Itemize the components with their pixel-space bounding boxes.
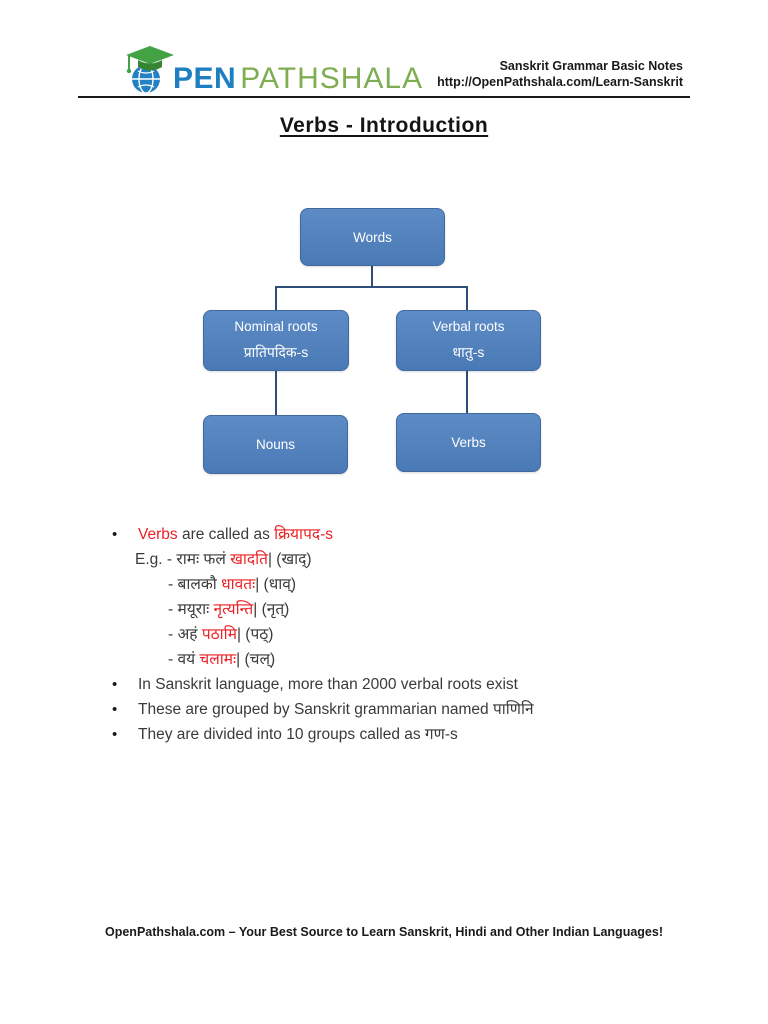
notes-content: • Verbs are called as क्रियापद-s E.g. - …	[110, 522, 680, 747]
bullet-text: Verbs are called as क्रियापद-s	[138, 522, 333, 547]
example-text: - वयं चलामः| (चल्)	[168, 647, 275, 672]
highlight-verbs: Verbs	[138, 526, 178, 543]
bullet-verbal-roots-count: • In Sanskrit language, more than 2000 v…	[110, 672, 680, 697]
highlight-verb: धावतः	[221, 576, 256, 593]
example-sentence: मयूराः	[177, 601, 214, 618]
connector-words-down	[371, 266, 373, 288]
example-lead: -	[168, 601, 178, 618]
word-types-diagram: Words Nominal roots प्रातिपदिक-s Verbal …	[0, 0, 768, 500]
example-sentence: रामः फलं	[176, 551, 231, 568]
node-label: Words	[353, 229, 392, 245]
header-notes-title: Sanskrit Grammar Basic Notes	[499, 59, 683, 73]
example-line: E.g. - रामः फलं खादति| (खाद्)	[110, 547, 680, 572]
bullet-text: They are divided into 10 groups called a…	[138, 726, 458, 743]
bullet-icon: •	[112, 676, 118, 693]
diagram-node-verbal-roots: Verbal roots धातु-s	[396, 310, 541, 371]
diagram-node-words: Words	[300, 208, 445, 266]
bullet-icon: •	[112, 701, 118, 718]
connector-verbal-verbs	[466, 371, 468, 413]
example-line: - वयं चलामः| (चल्)	[110, 647, 680, 672]
header-meta: Sanskrit Grammar Basic Notes http://Open…	[437, 58, 683, 90]
bullet-text: These are grouped by Sanskrit grammarian…	[138, 701, 534, 718]
example-root: | (चल्)	[236, 651, 276, 668]
connector-horizontal	[275, 286, 468, 288]
example-text: - मयूराः नृत्यन्ति| (नृत्)	[168, 597, 289, 622]
example-root: | (धाव्)	[255, 576, 297, 593]
node-label-sanskrit: धातु-s	[452, 344, 485, 360]
bullet-grammarian-panini: • These are grouped by Sanskrit grammari…	[110, 697, 680, 722]
bullet-verbs-called-as: • Verbs are called as क्रियापद-s	[110, 522, 680, 547]
node-label: Nominal roots	[234, 319, 318, 334]
example-root: | (पठ्)	[236, 626, 274, 643]
example-root: | (खाद्)	[267, 551, 312, 568]
footer-tagline: OpenPathshala.com – Your Best Source to …	[105, 925, 663, 939]
node-label: Verbal roots	[432, 319, 505, 334]
example-line: - अहं पठामि| (पठ्)	[110, 622, 680, 647]
header-divider	[78, 96, 690, 98]
example-text: E.g. - रामः फलं खादति| (खाद्)	[135, 547, 312, 572]
header-url: http://OpenPathshala.com/Learn-Sanskrit	[437, 75, 683, 89]
highlight-verb: चलामः	[199, 651, 237, 668]
example-lead: -	[168, 651, 178, 668]
node-label: Verbs	[451, 435, 486, 450]
example-lead: -	[168, 576, 178, 593]
example-text: - अहं पठामि| (पठ्)	[168, 622, 273, 647]
node-label-sanskrit: प्रातिपदिक-s	[243, 344, 309, 360]
connector-to-verbal	[466, 286, 468, 310]
openpathshala-logo: PEN PATHSHALA	[124, 40, 423, 96]
bullet-ten-groups: • They are divided into 10 groups called…	[110, 722, 680, 747]
example-line: - मयूराः नृत्यन्ति| (नृत्)	[110, 597, 680, 622]
example-sentence: अहं	[177, 626, 202, 643]
example-line: - बालकौ धावतः| (धाव्)	[110, 572, 680, 597]
logo-word-open: PEN	[173, 62, 237, 95]
bullet-icon: •	[112, 726, 118, 743]
bullet-icon: •	[112, 526, 118, 543]
highlight-verb: खादति	[230, 551, 268, 568]
connector-to-nominal	[275, 286, 277, 310]
highlight-verb: पठामि	[201, 626, 237, 643]
highlight-verb: नृत्यन्ति	[213, 601, 254, 618]
highlight-kriyapada: क्रियापद-s	[274, 526, 334, 543]
diagram-node-nominal-roots: Nominal roots प्रातिपदिक-s	[203, 310, 349, 371]
logo-word-pathshala: PATHSHALA	[240, 62, 424, 95]
graduation-cap-globe-icon	[126, 46, 174, 94]
node-label: Nouns	[255, 437, 296, 452]
example-lead: E.g. -	[135, 551, 177, 568]
page-title: Verbs - Introduction	[279, 114, 489, 137]
bullet-text: In Sanskrit language, more than 2000 ver…	[138, 676, 518, 693]
example-sentence: बालकौ	[177, 576, 222, 593]
example-root: | (नृत्)	[253, 601, 290, 618]
diagram-node-nouns: Nouns	[203, 415, 348, 474]
example-sentence: वयं	[177, 651, 200, 668]
connector-nominal-nouns	[275, 371, 277, 415]
example-lead: -	[168, 626, 178, 643]
diagram-node-verbs: Verbs	[396, 413, 541, 472]
bullet-text-mid: are called as	[177, 526, 275, 543]
example-text: - बालकौ धावतः| (धाव्)	[168, 572, 296, 597]
